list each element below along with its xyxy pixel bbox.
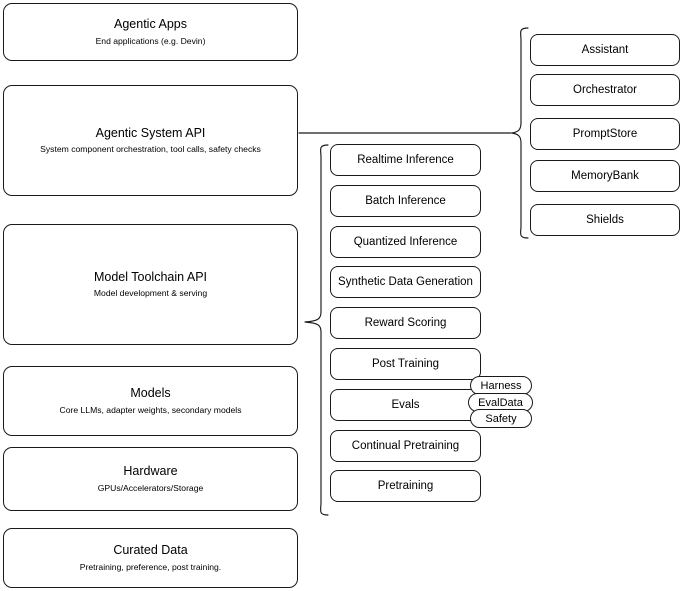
layer-title: Hardware bbox=[123, 464, 178, 479]
layer-box-agentic-apps[interactable]: Agentic Apps End applications (e.g. Devi… bbox=[3, 3, 298, 61]
right-brace bbox=[511, 27, 529, 239]
toolchain-chip-pretraining[interactable]: Pretraining bbox=[330, 470, 481, 502]
layer-subtitle: System component orchestration, tool cal… bbox=[40, 144, 261, 155]
agentic-chip-assistant[interactable]: Assistant bbox=[530, 34, 680, 66]
layer-box-agentic-system-api[interactable]: Agentic System API System component orch… bbox=[3, 85, 298, 196]
toolchain-chip-continual-pretraining[interactable]: Continual Pretraining bbox=[330, 430, 481, 462]
layer-box-hardware[interactable]: Hardware GPUs/Accelerators/Storage bbox=[3, 447, 298, 511]
layer-box-model-toolchain-api[interactable]: Model Toolchain API Model development & … bbox=[3, 224, 298, 345]
toolchain-chip-synthetic-data-generation[interactable]: Synthetic Data Generation bbox=[330, 266, 481, 298]
layer-title: Models bbox=[130, 386, 171, 401]
agentic-chip-orchestrator[interactable]: Orchestrator bbox=[530, 74, 680, 106]
layer-subtitle: End applications (e.g. Devin) bbox=[95, 35, 206, 46]
toolchain-chip-quantized-inference[interactable]: Quantized Inference bbox=[330, 226, 481, 258]
agentic-chip-shields[interactable]: Shields bbox=[530, 204, 680, 236]
layer-box-models[interactable]: Models Core LLMs, adapter weights, secon… bbox=[3, 366, 298, 436]
agentic-chip-promptstore[interactable]: PromptStore bbox=[530, 118, 680, 150]
left-brace bbox=[304, 144, 329, 516]
layer-subtitle: Model development & serving bbox=[93, 288, 208, 299]
layer-subtitle: GPUs/Accelerators/Storage bbox=[97, 482, 204, 493]
agentic-chip-memorybank[interactable]: MemoryBank bbox=[530, 160, 680, 192]
layer-title: Agentic Apps bbox=[114, 17, 187, 32]
layer-box-curated-data[interactable]: Curated Data Pretraining, preference, po… bbox=[3, 528, 298, 588]
toolchain-chip-reward-scoring[interactable]: Reward Scoring bbox=[330, 307, 481, 339]
toolchain-chip-realtime-inference[interactable]: Realtime Inference bbox=[330, 144, 481, 176]
toolchain-chip-post-training[interactable]: Post Training bbox=[330, 348, 481, 380]
layer-title: Model Toolchain API bbox=[93, 269, 208, 284]
layer-title: Agentic System API bbox=[95, 125, 206, 140]
layer-subtitle: Pretraining, preference, post training. bbox=[79, 561, 222, 572]
toolchain-chip-batch-inference[interactable]: Batch Inference bbox=[330, 185, 481, 217]
eval-badge-safety[interactable]: Safety bbox=[470, 409, 532, 428]
layer-subtitle: Core LLMs, adapter weights, secondary mo… bbox=[59, 404, 242, 415]
toolchain-chip-evals[interactable]: Evals bbox=[330, 389, 481, 421]
layer-title: Curated Data bbox=[113, 543, 188, 558]
